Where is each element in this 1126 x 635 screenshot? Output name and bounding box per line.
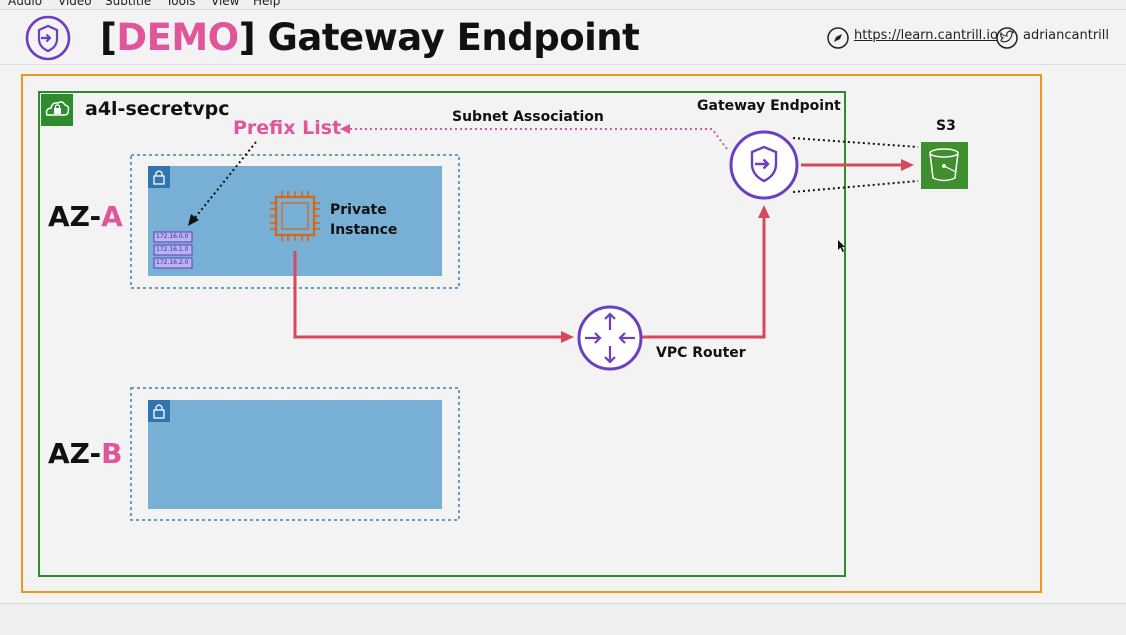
ec2-instance-icon [270, 191, 320, 241]
s3-bucket-icon [921, 142, 968, 189]
subnet-association-arrow [350, 128, 728, 150]
app-menubar: Audio Video Subtitle Tools View Help [0, 0, 1126, 10]
flow-arrowhead-router [561, 331, 574, 343]
menu-video[interactable]: Video [58, 0, 92, 8]
vpc-router-icon [577, 305, 643, 371]
site-link[interactable]: https://learn.cantrill.io [854, 28, 998, 43]
s3-dotted-link-top [792, 137, 919, 148]
region-boundary [21, 74, 1042, 593]
gateway-endpoint-icon [729, 130, 799, 200]
mouse-cursor-icon [838, 240, 845, 252]
gateway-endpoint-label: Gateway Endpoint [697, 98, 841, 114]
vpc-cloud-lock-icon [41, 94, 73, 126]
subnet-association-label: Subnet Association [452, 109, 604, 125]
menu-tools[interactable]: Tools [166, 0, 196, 8]
prefix-list-label: Prefix List [233, 117, 342, 139]
header-divider [0, 64, 1126, 65]
az-a-label: AZ-A [48, 200, 123, 233]
subnet-a-lock-icon [148, 166, 170, 188]
prefix-entry-1: 172.16.0.0 [156, 233, 189, 240]
prefix-list-arrow [193, 141, 257, 220]
compass-icon [827, 27, 849, 49]
subnet-az-b [148, 400, 442, 509]
az-b-label: AZ-B [48, 437, 123, 470]
vpc-boundary [38, 91, 846, 577]
menu-view[interactable]: View [211, 0, 240, 8]
prefix-list-arrowhead [188, 214, 199, 226]
vpc-name: a4l-secretvpc [85, 98, 230, 120]
subnet-az-b-border [130, 387, 460, 521]
flow-router-to-endpoint [642, 214, 766, 339]
vpc-router-label: VPC Router [656, 345, 746, 361]
header-logo-icon [25, 15, 71, 61]
subnet-association-arrowhead [340, 124, 350, 134]
subnet-b-lock-icon [148, 400, 170, 422]
s3-label: S3 [936, 118, 956, 134]
flow-arrowhead-s3 [901, 159, 914, 171]
page-title: [DEMO] Gateway Endpoint [100, 16, 640, 59]
prefix-entry-2: 172.16.1.0 [156, 246, 189, 253]
menu-subtitle[interactable]: Subtitle [105, 0, 152, 8]
route-table-icon [153, 231, 193, 269]
twitter-handle[interactable]: adriancantrill [1023, 28, 1110, 43]
prefix-entry-3: 172.16.2.0 [156, 259, 189, 266]
twitter-icon [996, 27, 1018, 49]
menu-audio[interactable]: Audio [8, 0, 43, 8]
flow-arrowhead-endpoint [758, 205, 770, 218]
s3-dotted-link-bottom [792, 180, 919, 193]
player-bottom-bar [0, 603, 1126, 635]
menu-help[interactable]: Help [253, 0, 281, 8]
flow-instance-to-router [293, 251, 566, 339]
